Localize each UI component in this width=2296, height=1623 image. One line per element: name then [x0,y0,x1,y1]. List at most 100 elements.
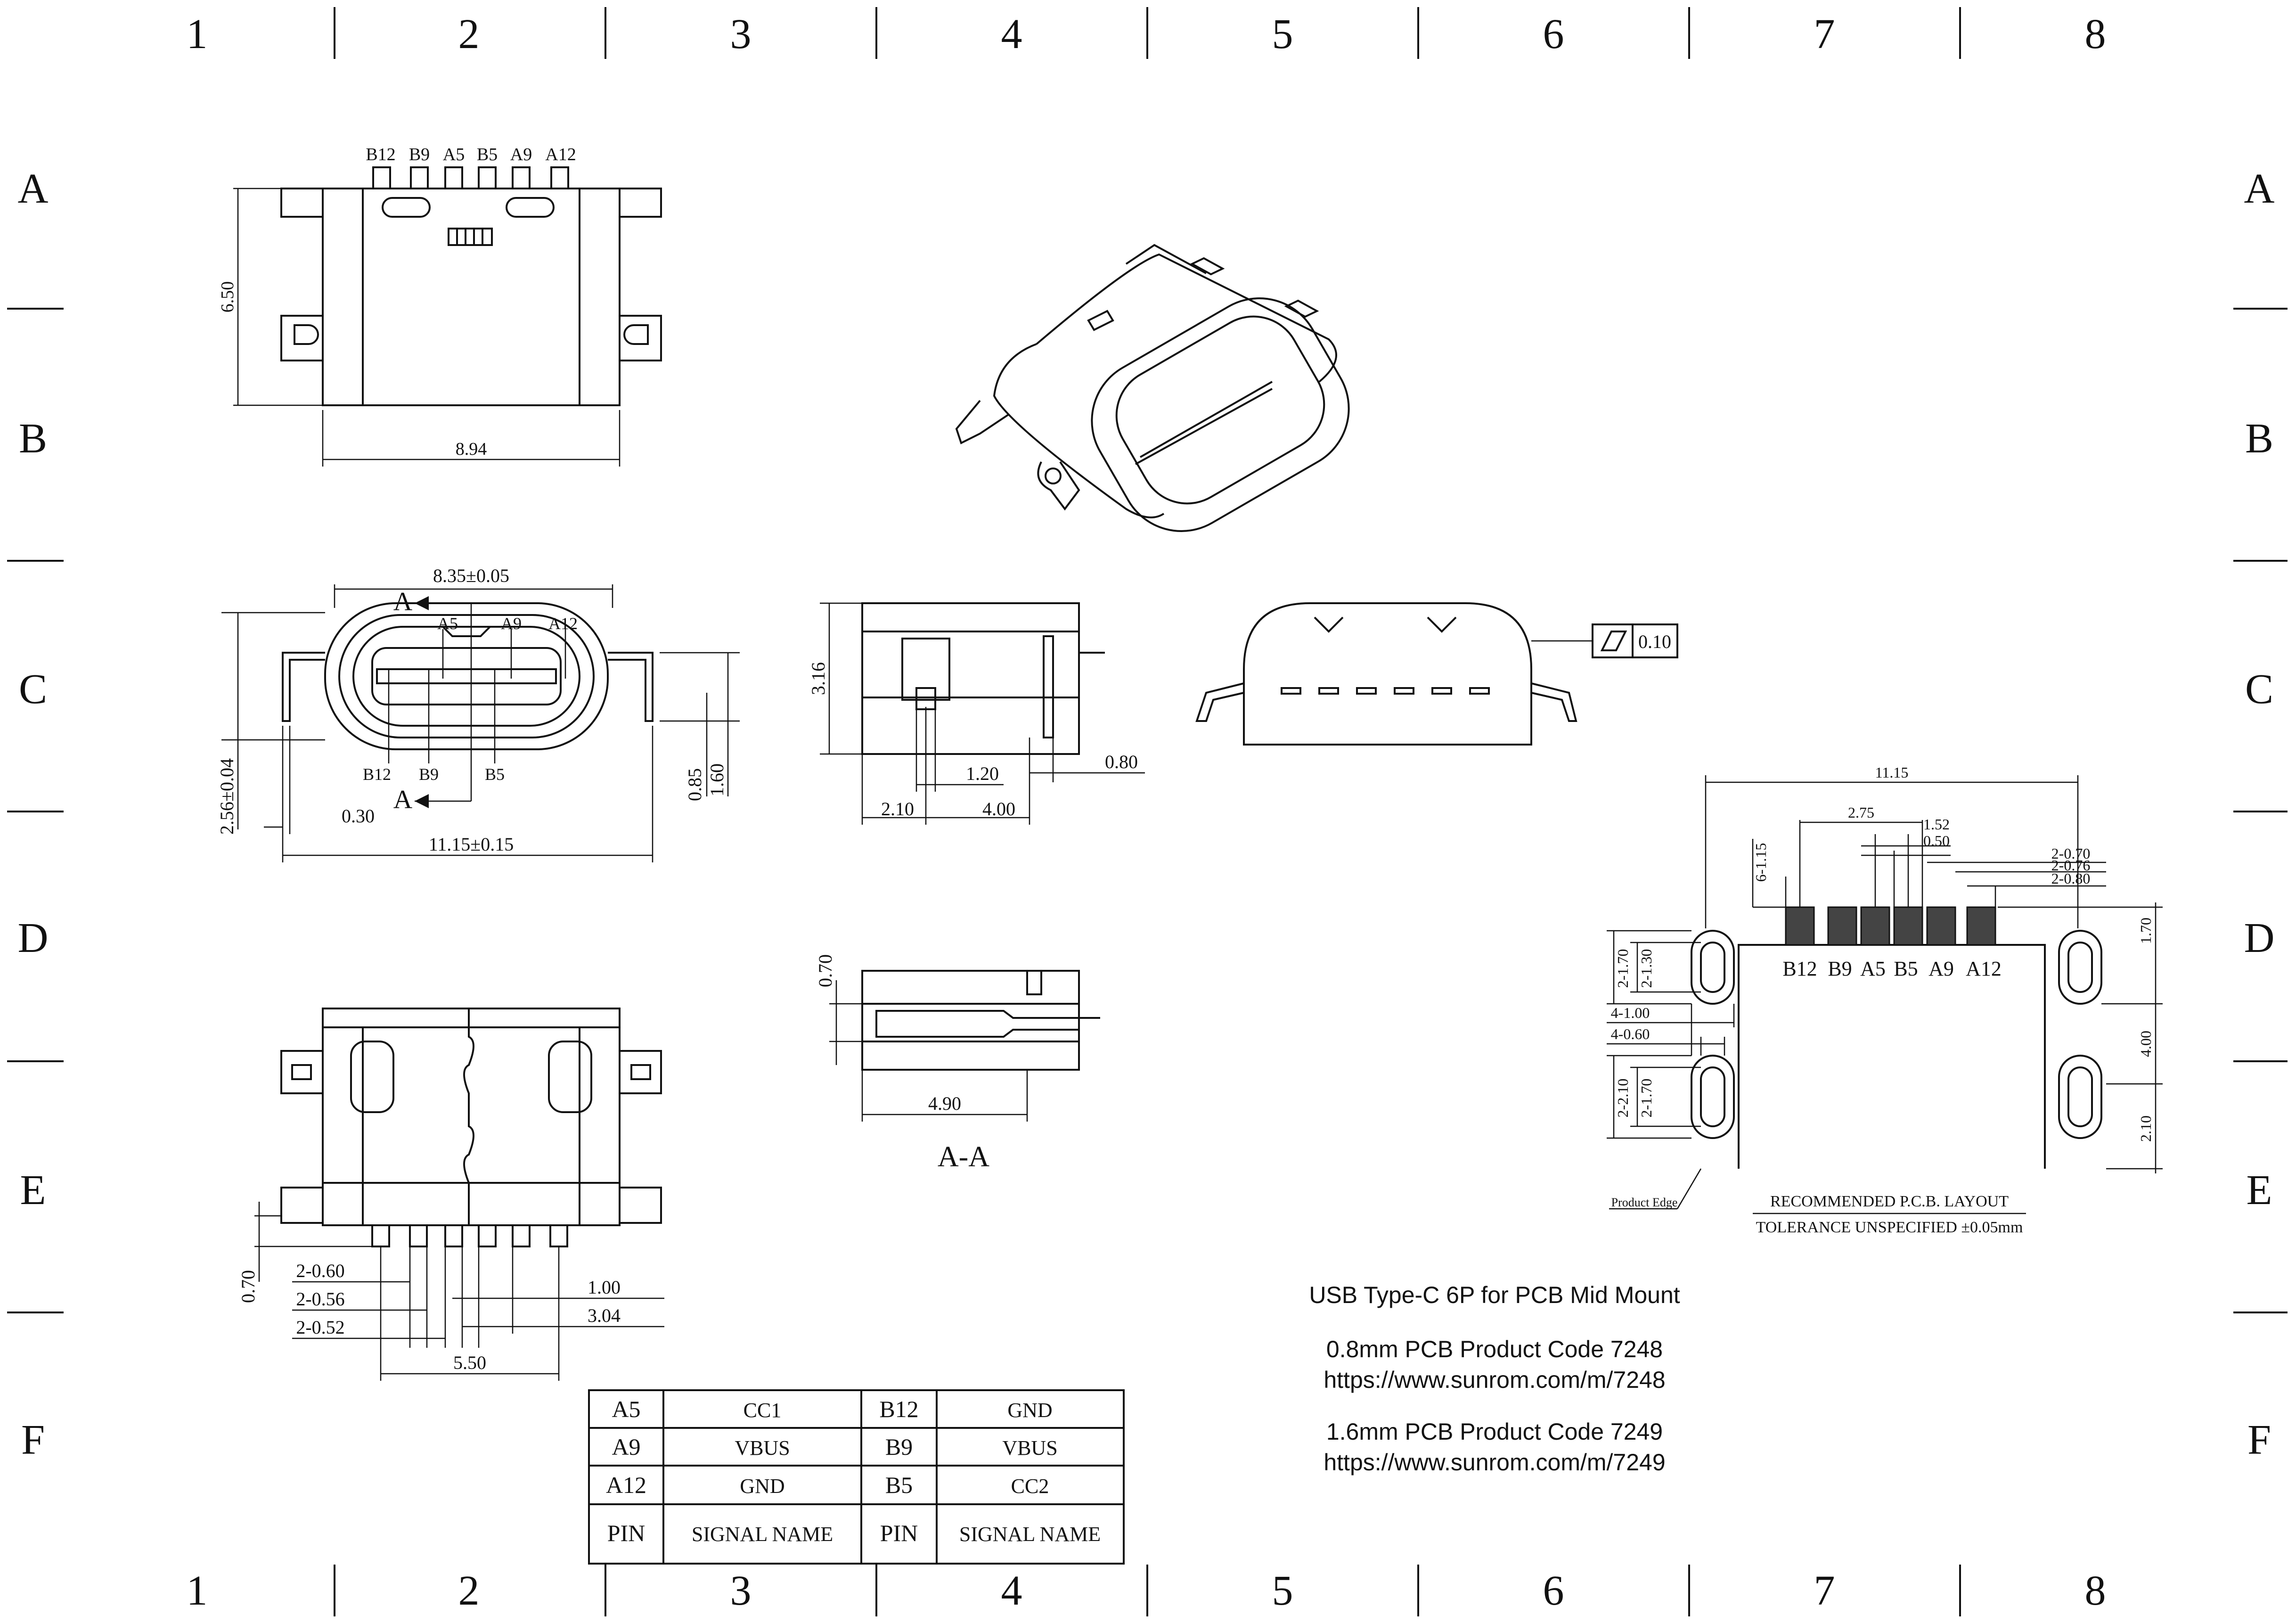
col-label-top-4: 4 [1001,11,1022,57]
row-label-left-b: B [19,415,47,462]
signal-cell: VBUS [1002,1436,1057,1459]
pcb-pad-label: A12 [1966,957,2002,980]
top-pin-label: B9 [409,145,430,164]
col-label-top-1: 1 [187,11,208,57]
col-label-bottom-3: 3 [730,1567,752,1614]
top-pin-label: A5 [443,145,465,164]
signal-cell: CC1 [744,1399,782,1422]
pcb-tolerance-note: TOLERANCE UNSPECIFIED ±0.05mm [1756,1219,2023,1236]
dim-835: 8.35±0.05 [433,565,509,586]
pcb-dim-r-210: 2.10 [2137,1115,2154,1142]
signal-cell: GND [740,1475,784,1498]
top-pin-label: A12 [545,145,576,164]
col-label-bottom-8: 8 [2085,1567,2106,1614]
dim-210: 2.10 [881,798,914,820]
dim-550: 5.50 [453,1352,486,1373]
dim-030: 0.30 [342,805,375,827]
pcb-dim-050: 0.50 [1923,832,1950,849]
flatness-value: 0.10 [1638,631,1671,652]
top-pin-label: A9 [510,145,532,164]
dim-304: 3.04 [588,1305,621,1326]
pin-cell: A12 [606,1472,646,1498]
col-label-bottom-4: 4 [1001,1567,1022,1614]
row-label-right-e: E [2247,1167,2272,1213]
row-label-right-b: B [2245,415,2273,462]
pcb-dim-l-2210: 2-2.10 [1614,1079,1631,1118]
product-code-7249: 1.6mm PCB Product Code 7249 [1326,1418,1663,1445]
row-label-left-c: C [19,666,47,713]
dim-height-650: 6.50 [218,281,237,313]
row-label-left-f: F [21,1417,45,1463]
signal-cell: VBUS [735,1436,790,1459]
dim-2-052: 2-0.52 [296,1317,344,1338]
pin-cell: B12 [879,1396,918,1422]
front-pin-b12: B12 [363,765,391,784]
product-title: USB Type-C 6P for PCB Mid Mount [1309,1282,1680,1308]
rear-view: 0.10 [1195,602,1678,746]
col-label-bottom-2: 2 [458,1567,480,1614]
pcb-dim-l-2130: 2-1.30 [1638,949,1655,988]
pcb-layout: 11.15 2.75 1.52 0.50 2-0.70 2-0.76 2-0.8… [1607,764,2163,1236]
front-pin-b9: B9 [419,765,439,784]
top-view: B12 B9 A5 B5 A9 A12 8.94 6.50 [218,145,662,467]
dim-080: 0.80 [1105,751,1138,772]
bottom-view: 0.70 2-0.60 2-0.56 2-0.52 1.00 3.04 5.50 [237,1008,664,1381]
front-view: 8.35±0.05 A A A5 A9 A12 B12 B9 B5 0.30 1… [216,565,740,862]
pin-header: PIN [880,1520,918,1546]
front-pin-a12: A12 [548,614,578,633]
front-pin-a9: A9 [501,614,522,633]
col-label-top-6: 6 [1543,11,1564,57]
pcb-dim-275: 2.75 [1848,804,1874,821]
pcb-dim-l-4100: 4-1.00 [1611,1004,1650,1021]
row-label-right-a: A [2244,165,2275,212]
dim-160: 1.60 [706,763,727,796]
side-view: 3.16 1.20 0.80 2.10 4.00 [808,602,1145,825]
row-label-left-a: A [18,165,49,212]
pin-cell: B5 [885,1472,913,1498]
dim-070-bottom: 0.70 [237,1270,259,1303]
row-label-left-d: D [18,915,49,961]
col-label-bottom-7: 7 [1814,1567,1835,1614]
pcb-pad-label: B9 [1828,957,1852,980]
dim-316: 3.16 [808,662,829,695]
top-pin-label: B12 [366,145,395,164]
row-label-right-c: C [2245,666,2273,713]
product-link-7248[interactable]: https://www.sunrom.com/m/7248 [1324,1367,1665,1393]
pin-table: A5 CC1 B12 GND A9 VBUS B9 VBUS A12 GND B… [588,1389,1125,1565]
col-label-bottom-5: 5 [1272,1567,1293,1614]
isometric-view [955,244,1350,532]
signal-header: SIGNAL NAME [959,1523,1101,1546]
dim-085: 0.85 [684,768,705,801]
col-label-top-8: 8 [2085,11,2106,57]
row-label-right-d: D [2244,915,2275,961]
dim-1115: 11.15±0.15 [429,834,514,855]
pcb-dim-276: 2-0.76 [2051,857,2091,874]
pcb-pad-label: A5 [1860,957,1886,980]
pcb-pad-label: B5 [1894,957,1918,980]
product-code-7248: 0.8mm PCB Product Code 7248 [1326,1336,1663,1362]
product-edge-label: Product Edge [1611,1196,1678,1209]
pin-header: PIN [607,1520,645,1546]
pcb-dim-l-4060: 4-0.60 [1611,1025,1650,1042]
pcb-dim-l-2170: 2-1.70 [1614,949,1631,988]
dim-2-060: 2-0.60 [296,1260,344,1281]
pin-cell: A9 [612,1434,640,1460]
dim-490: 4.90 [928,1093,961,1114]
dim-width-894: 8.94 [456,439,487,459]
pcb-dim-152: 1.52 [1923,816,1950,833]
row-label-left-e: E [20,1167,46,1213]
col-label-top-3: 3 [730,11,752,57]
product-link-7249[interactable]: https://www.sunrom.com/m/7249 [1324,1449,1665,1475]
pcb-pad-label: A9 [1928,957,1954,980]
pin-cell: B9 [885,1434,913,1460]
col-label-top-7: 7 [1814,11,1835,57]
pcb-dim-280: 2-0.80 [2051,870,2091,887]
dim-256: 2.56±0.04 [216,758,237,835]
pcb-dim-r-400: 4.00 [2137,1031,2154,1057]
pcb-dim-width: 11.15 [1875,764,1909,781]
dim-070-section: 0.70 [815,954,836,987]
pcb-dim-l-2170b: 2-1.70 [1638,1079,1655,1118]
col-label-bottom-6: 6 [1543,1567,1564,1614]
pcb-pad-label: B12 [1782,957,1817,980]
pcb-layout-title: RECOMMENDED P.C.B. LAYOUT [1770,1193,2009,1210]
